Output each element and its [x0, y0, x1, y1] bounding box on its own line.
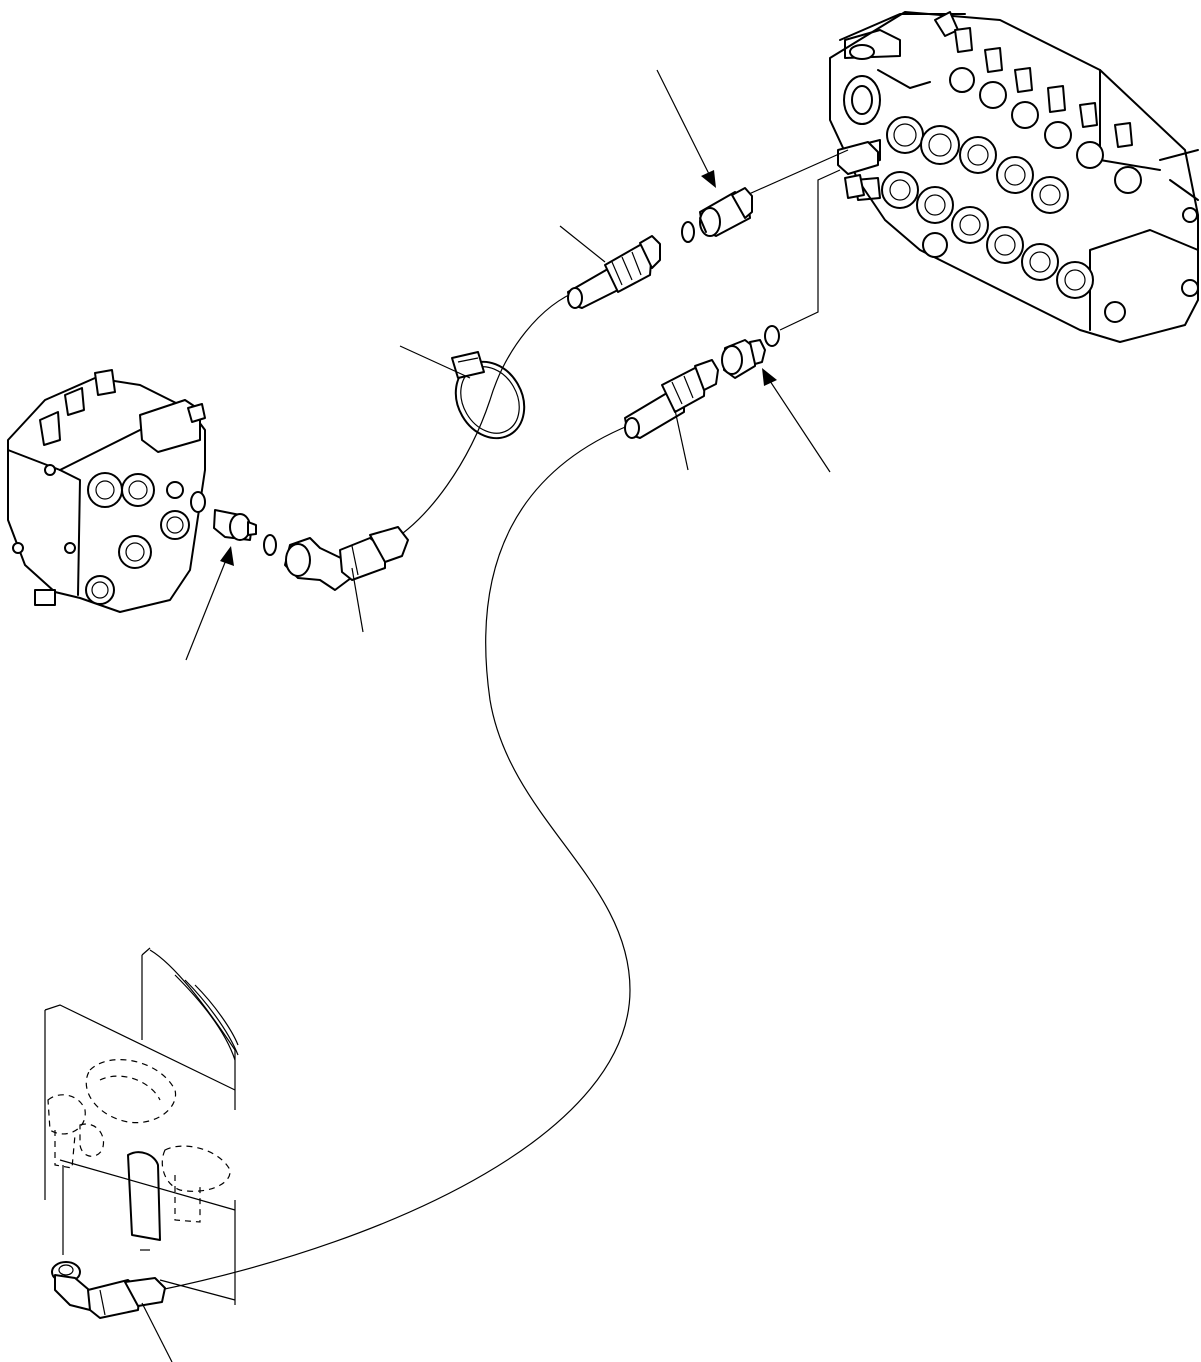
hose-clamp — [451, 351, 526, 440]
leader-arrow-hose-end-lower — [674, 409, 689, 471]
pipe-line-lower — [779, 169, 841, 331]
pipe-line-upper — [739, 149, 849, 199]
leader-arrow-straight-fitting-aux — [185, 546, 234, 661]
leader-arrow-straight-fitting-upper — [656, 69, 716, 188]
leader-arrow-hose-clamp — [399, 345, 471, 379]
o-ring-lower — [764, 325, 780, 347]
auxiliary-control-valve — [7, 369, 206, 613]
straight-fitting-lower — [721, 339, 766, 379]
leader-arrow-hose-end-upper — [559, 225, 606, 263]
elbow-fitting-tank — [51, 1261, 166, 1319]
upper-hose — [384, 289, 581, 546]
valve-ports — [881, 116, 1199, 323]
leader-arrow-elbow-upper — [351, 567, 364, 633]
o-ring-elbow — [263, 534, 277, 556]
elbow-fitting-upper — [284, 526, 409, 591]
straight-fitting-aux — [213, 509, 257, 541]
o-ring-upper — [681, 221, 695, 243]
lower-hose — [159, 424, 631, 1291]
leader-arrow-elbow-tank — [141, 1302, 173, 1362]
o-ring-aux-valve — [190, 491, 206, 513]
lower-hose-end-fitting — [624, 359, 719, 439]
leader-arrow-straight-fitting-lower — [762, 368, 831, 473]
straight-fitting-upper — [699, 187, 753, 237]
upper-hose-end-fitting — [567, 235, 661, 309]
tank-port-block — [44, 947, 239, 1305]
valve-spool-heads — [934, 11, 1142, 194]
main-control-valve — [829, 11, 1199, 343]
